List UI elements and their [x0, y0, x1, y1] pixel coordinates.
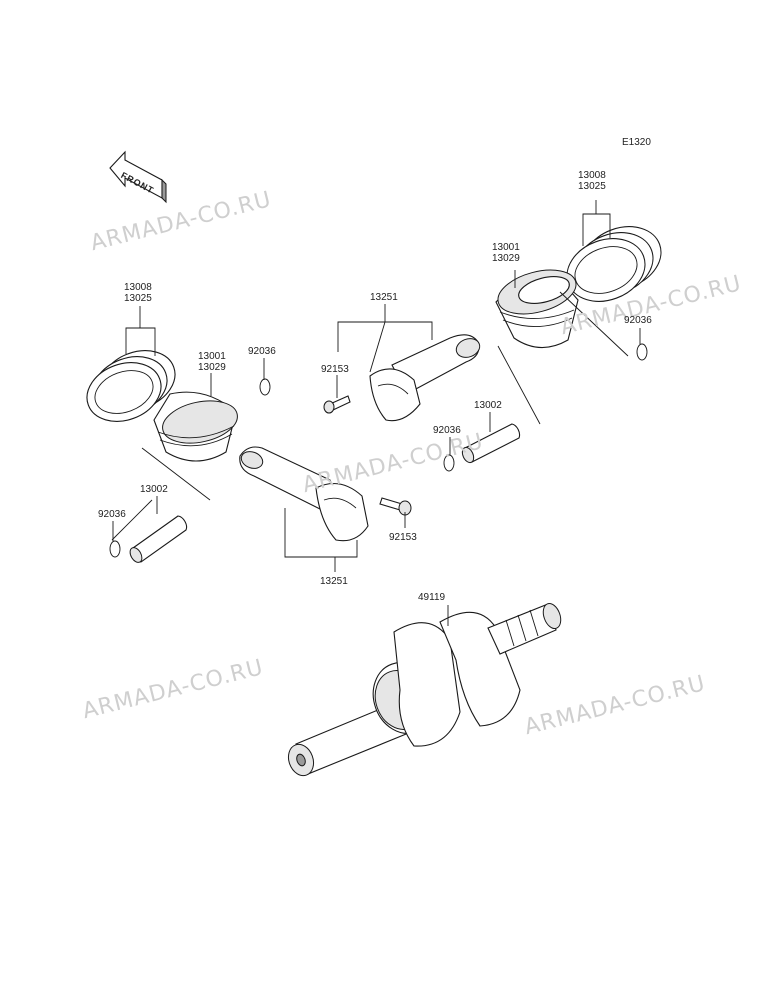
label-pin-right: 13002 [474, 400, 502, 411]
label-piston-right: 13001 13029 [492, 242, 520, 264]
part-number: 13008 [578, 170, 606, 181]
crankshaft [287, 602, 562, 777]
part-number: 13025 [578, 181, 606, 192]
label-clip-right-mid: 92036 [433, 425, 461, 436]
label-crankshaft: 49119 [418, 592, 446, 603]
part-number: 13001 [492, 242, 520, 253]
part-number: 13029 [492, 253, 520, 264]
clip-right-top [636, 343, 648, 361]
label-clip-right-top: 92036 [624, 315, 652, 326]
label-conrod-top: 13251 [370, 292, 398, 303]
connecting-rod-upper [369, 334, 481, 422]
label-piston-left: 13001 13029 [198, 351, 226, 373]
label-rings-left: 13008 13025 [124, 282, 152, 304]
part-number: 13008 [124, 282, 152, 293]
front-arrow-icon [109, 150, 167, 204]
label-bolt-top: 92153 [321, 364, 349, 375]
bolt-lower [379, 497, 412, 516]
label-rings-right: 13008 13025 [578, 170, 606, 192]
connecting-rod-lower [239, 446, 369, 542]
label-bolt-bottom: 92153 [389, 532, 417, 543]
part-number: 13029 [198, 362, 226, 373]
leader-lines [111, 200, 641, 626]
clip-right-mid [443, 454, 455, 472]
piston-pin-right [461, 423, 521, 464]
clip-left-top [259, 378, 271, 396]
piston-rings-left [86, 350, 176, 422]
diagram-code: E1320 [622, 137, 651, 148]
label-conrod-bottom: 13251 [320, 576, 348, 587]
label-pin-left: 13002 [140, 484, 168, 495]
label-clip-left-top: 92036 [248, 346, 276, 357]
label-clip-left-bottom: 92036 [98, 509, 126, 520]
part-number: 13025 [124, 293, 152, 304]
piston-left [153, 391, 238, 462]
clip-left-bottom [109, 540, 121, 558]
part-number: 13001 [198, 351, 226, 362]
piston-right [495, 269, 579, 349]
bolt-upper [323, 395, 351, 414]
piston-pin-left [129, 515, 188, 563]
